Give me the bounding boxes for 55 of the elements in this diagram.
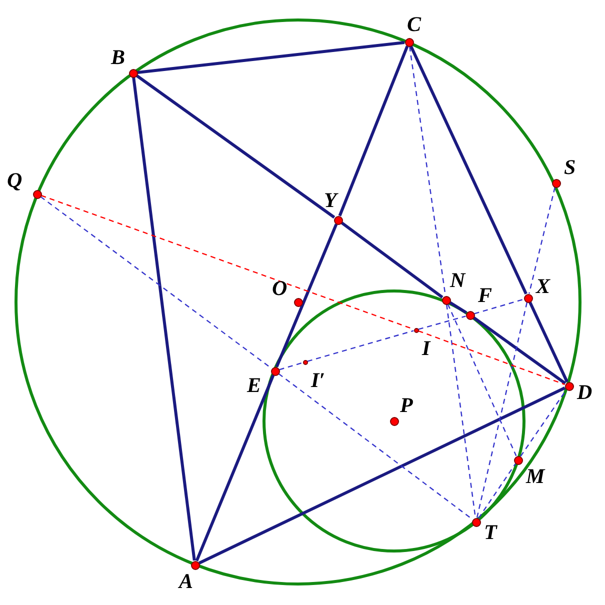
point-label: F bbox=[478, 285, 492, 306]
dashed-line bbox=[418, 316, 466, 330]
point-marker bbox=[334, 216, 342, 224]
line-segment bbox=[528, 301, 568, 383]
point-label: E bbox=[247, 375, 262, 396]
point-marker bbox=[404, 38, 414, 46]
line-segment bbox=[472, 316, 566, 385]
point-label: I bbox=[422, 338, 430, 359]
point-marker bbox=[524, 294, 532, 302]
point-marker bbox=[128, 68, 138, 78]
point-label: O bbox=[272, 278, 288, 299]
dashed-line bbox=[307, 330, 414, 362]
point-marker bbox=[294, 298, 302, 306]
dashed-line bbox=[474, 298, 524, 314]
dashed-line bbox=[476, 302, 528, 518]
point-label: X bbox=[536, 276, 550, 297]
point-label: M bbox=[526, 466, 545, 487]
point-label: N bbox=[450, 270, 466, 291]
dashed-line bbox=[478, 463, 516, 519]
point-marker bbox=[270, 366, 280, 376]
line-segment bbox=[340, 222, 444, 298]
point-marker bbox=[190, 560, 200, 570]
point-label: T bbox=[484, 522, 497, 543]
point-label: S bbox=[564, 157, 576, 178]
point-marker bbox=[414, 328, 418, 332]
point-label: P bbox=[400, 395, 413, 416]
point-marker bbox=[466, 310, 474, 320]
point-marker bbox=[442, 296, 450, 304]
point-label: C bbox=[407, 14, 422, 35]
point-marker bbox=[302, 360, 308, 364]
dashed-line bbox=[40, 196, 272, 369]
point-label: I′ bbox=[311, 370, 326, 391]
point-label: Q bbox=[7, 170, 22, 191]
point-label: D bbox=[577, 382, 592, 403]
line-segment bbox=[198, 386, 566, 564]
point-label: Y bbox=[324, 190, 337, 211]
dashed-line bbox=[279, 362, 303, 370]
line-segment bbox=[275, 224, 338, 368]
dashed-line bbox=[278, 373, 473, 520]
line-segment bbox=[195, 374, 275, 562]
dashed-line bbox=[418, 330, 565, 386]
line-segment bbox=[137, 41, 405, 74]
line-segment bbox=[338, 46, 409, 216]
point-label: B bbox=[111, 47, 126, 68]
point-marker bbox=[32, 190, 42, 198]
line-segment bbox=[410, 45, 528, 295]
line-segment bbox=[449, 301, 467, 314]
point-marker bbox=[552, 178, 560, 188]
point-marker bbox=[514, 456, 522, 464]
dashed-line bbox=[528, 187, 556, 294]
line-segment bbox=[132, 77, 196, 561]
dashed-line bbox=[447, 304, 517, 456]
line-segment bbox=[136, 74, 336, 219]
point-label: A bbox=[179, 571, 194, 592]
point-marker bbox=[390, 416, 398, 426]
